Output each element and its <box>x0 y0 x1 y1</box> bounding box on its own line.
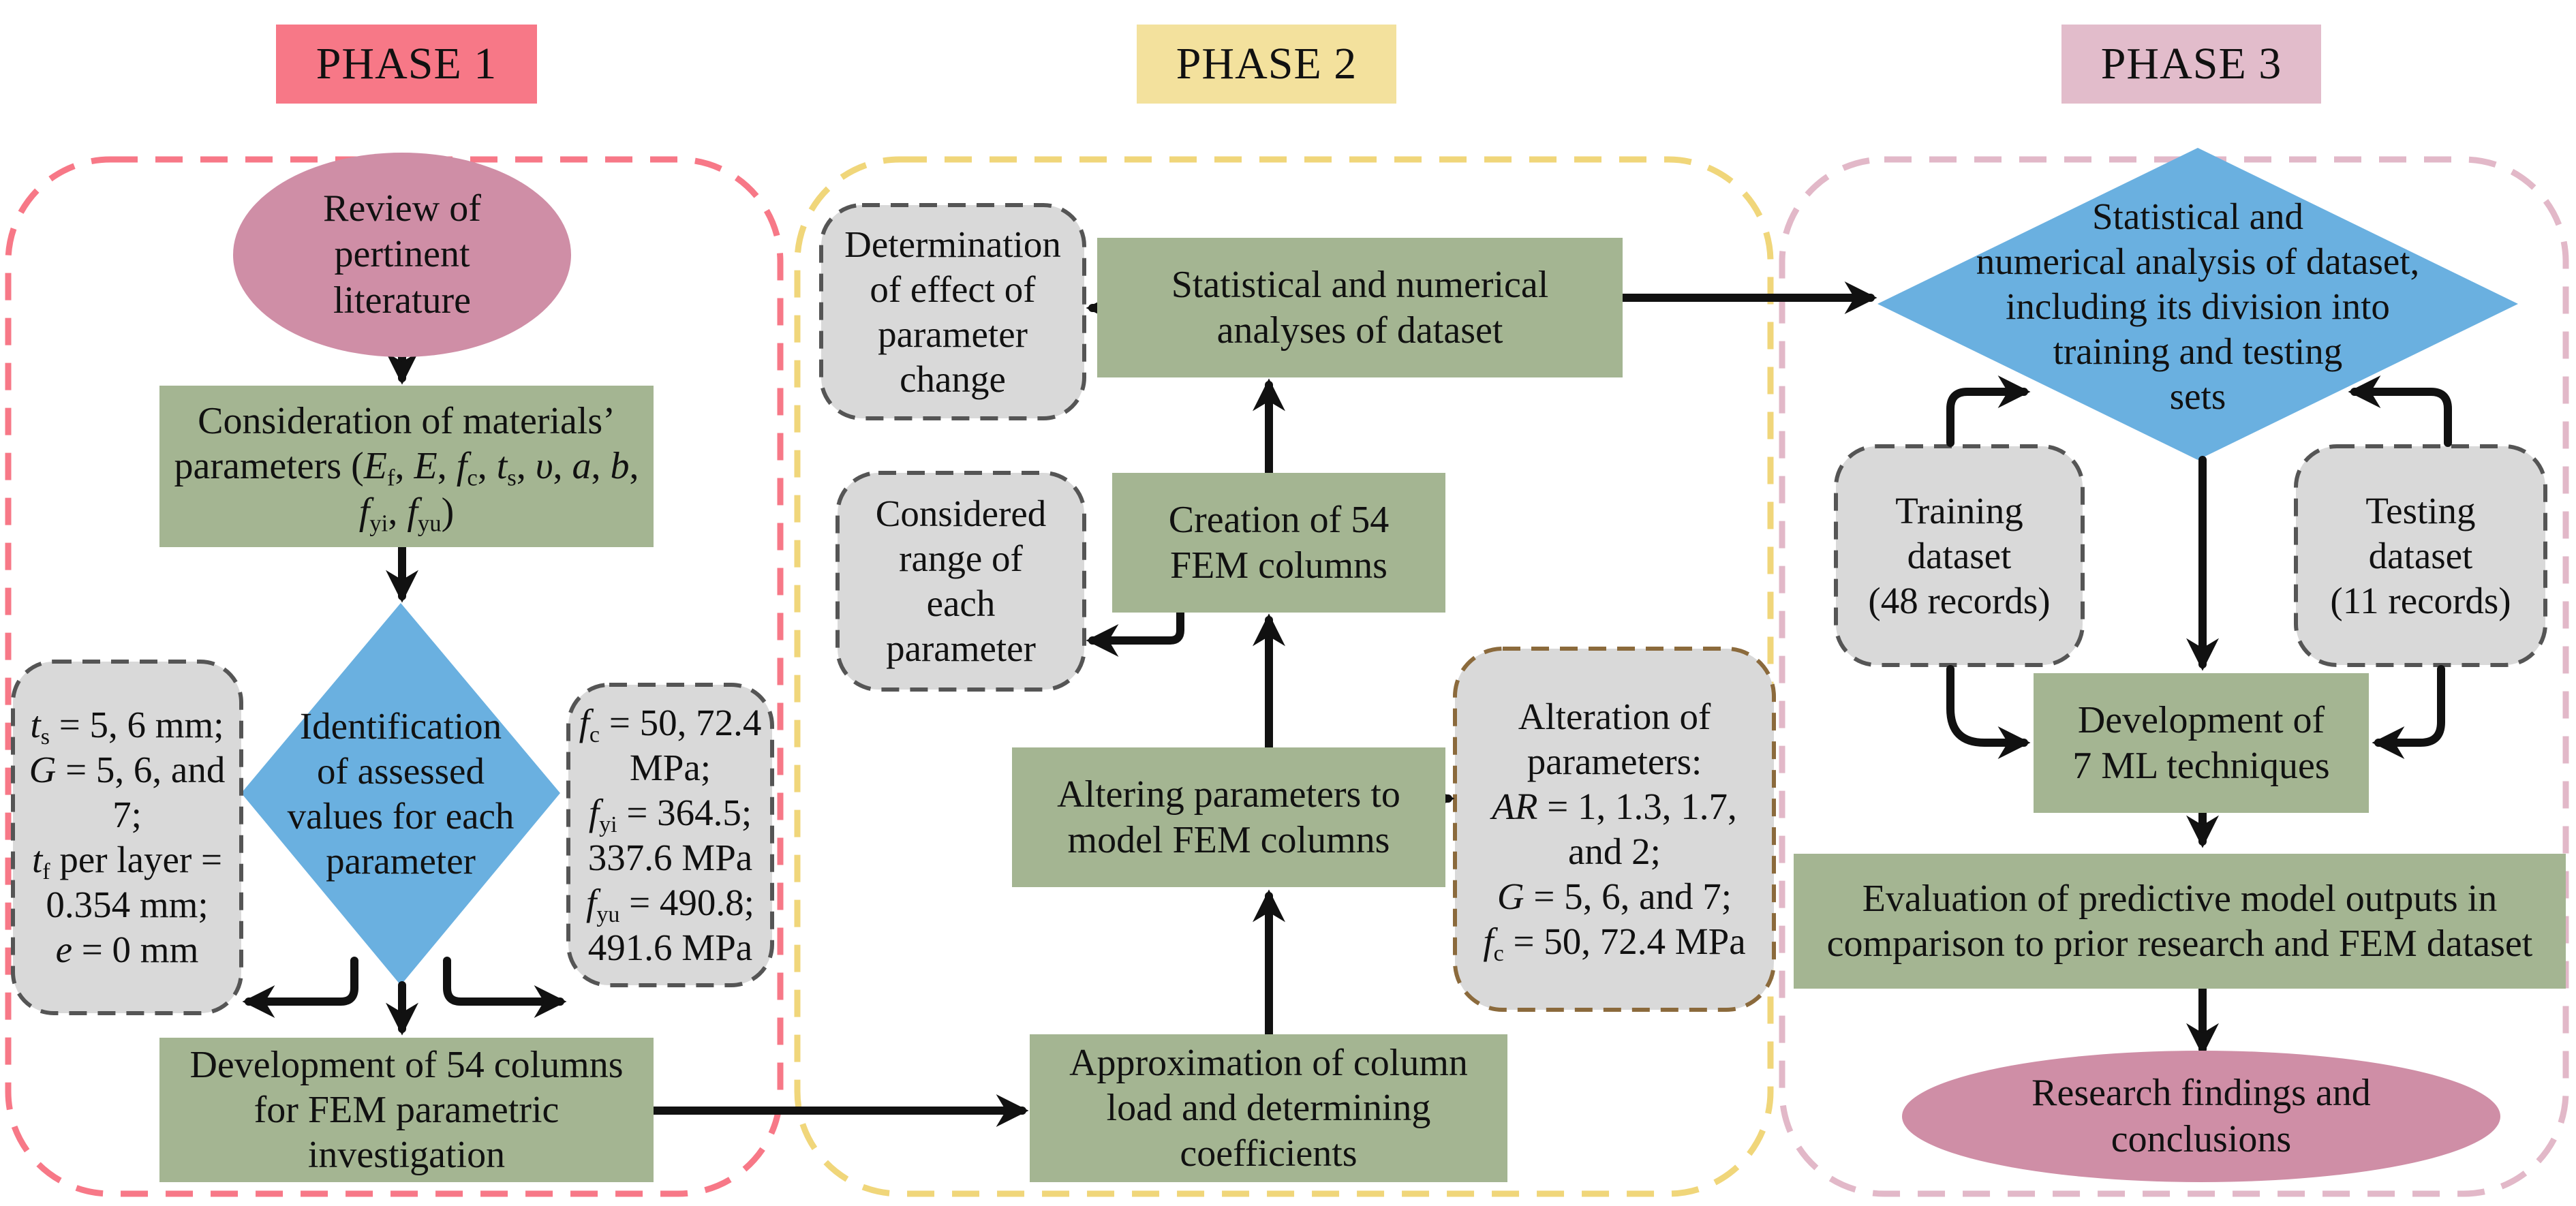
ts-values: ts = 5, 6 mm; <box>30 704 224 750</box>
fyu-values: fyu = 490.8; 491.6 MPa <box>586 881 754 968</box>
arrow-testing-to-ml <box>2372 665 2445 759</box>
development-54-columns-box: Development of 54 columns for FEM parame… <box>159 1038 654 1182</box>
phase1-decision-diamond <box>241 603 560 985</box>
right-values-note: fc = 50, 72.4 MPa; fyi = 364.5; 337.6 MP… <box>568 685 772 985</box>
dataset-division-decision-text: Statistical and numerical analysis of da… <box>1976 196 2420 417</box>
g-alter-values: G = 5, 6, and 7; <box>1497 876 1732 917</box>
testing-border <box>2294 444 2547 667</box>
phase3-frame <box>1779 156 2569 1197</box>
alteration-border <box>1453 647 1776 1012</box>
arrow-testing-to-decision <box>2348 375 2452 447</box>
phase3-label: PHASE 3 <box>2061 25 2321 104</box>
consideration-prefix: Consideration of materials’ parameters ( <box>174 400 615 488</box>
tf-values: tf per layer = 0.354 mm; <box>31 839 223 925</box>
training-border <box>1834 444 2085 667</box>
testing-dataset-note: Testing dataset (11 records) <box>2330 489 2511 621</box>
fyi-values: fyi = 364.5; 337.6 MPa <box>587 791 753 878</box>
considered-range-border <box>835 471 1086 692</box>
identification-decision-text: Identification of assessed values for ea… <box>287 705 515 882</box>
left-values-note: ts = 5, 6 mm; G = 5, 6, and 7; tf per la… <box>13 662 241 1013</box>
arrow-decision-to-left-note <box>242 957 358 1018</box>
ml-techniques-box: Development of 7 ML techniques <box>2034 673 2369 813</box>
alteration-parameters-note: Alteration of parameters: AR = 1, 1.3, 1… <box>1455 649 1774 1010</box>
arrow-training-to-decision <box>1946 375 2031 447</box>
research-findings-terminal: Research findings and conclusions <box>1902 1051 2500 1182</box>
phase2-label: PHASE 2 <box>1137 25 1396 104</box>
g-values: G = 5, 6, and 7; <box>29 749 226 835</box>
determination-border <box>819 203 1086 420</box>
alteration-title: Alteration of parameters: <box>1518 696 1711 782</box>
arrow-creation-to-considered-range <box>1086 608 1184 657</box>
phase1-label: PHASE 1 <box>276 25 537 104</box>
evaluation-outputs-box: Evaluation of predictive model outputs i… <box>1794 854 2566 989</box>
considered-range-note: Considered range of each parameter <box>875 493 1047 669</box>
arrow-training-to-ml <box>1946 665 2031 759</box>
training-dataset-note: Training dataset (48 records) <box>1868 489 2051 621</box>
e-values: e = 0 mm <box>55 929 199 970</box>
consideration-parameters-box: Consideration of materials’ parameters (… <box>159 386 654 547</box>
statistical-numerical-box: Statistical and numerical analyses of da… <box>1097 238 1623 377</box>
creation-54-fem-box: Creation of 54 FEM columns <box>1112 473 1445 613</box>
phase2-frame <box>794 156 1774 1197</box>
ar-values: AR = 1, 1.3, 1.7, and 2; <box>1492 786 1737 872</box>
altering-parameters-box: Altering parameters to model FEM columns <box>1012 747 1445 887</box>
fc-alter-values: fc = 50, 72.4 MPa <box>1483 921 1746 967</box>
determination-effect-note: Determination of effect of parameter cha… <box>844 223 1061 400</box>
fc-values: fc = 50, 72.4 MPa; <box>579 701 762 788</box>
approximation-column-load-box: Approximation of column load and determi… <box>1030 1034 1507 1182</box>
right-note-border <box>566 683 774 987</box>
consideration-text: Consideration of materials’ parameters (… <box>174 400 639 536</box>
review-literature-terminal: Review of pertinent literature <box>233 153 571 357</box>
arrow-decision-to-right-note <box>443 957 567 1018</box>
left-note-border <box>11 660 243 1015</box>
